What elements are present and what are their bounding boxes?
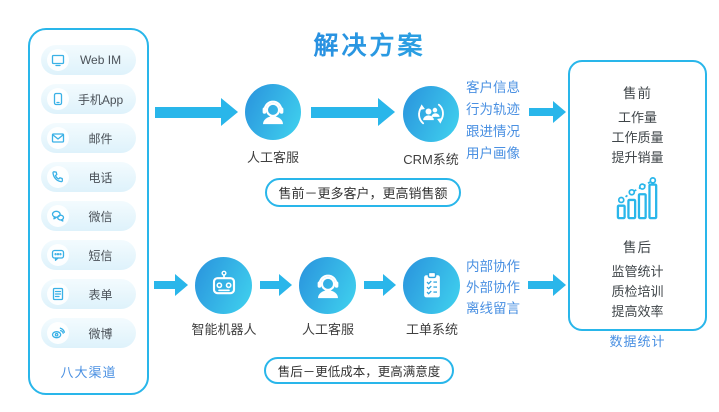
- channel-item-mobile-app: 手机App: [41, 84, 136, 114]
- weibo-icon: [47, 322, 69, 344]
- channel-label: 短信: [88, 248, 113, 263]
- agent-headset-icon: [245, 84, 301, 140]
- smartphone-icon: [47, 88, 69, 110]
- result-item: 提高效率: [611, 304, 664, 319]
- flow-arrow: [528, 274, 566, 296]
- agent-headset-icon: [299, 257, 356, 314]
- ticket-icon: [403, 257, 460, 314]
- aftersale-banner: 售后－更低成本，更高满意度: [264, 357, 454, 384]
- channel-label: 电话: [88, 170, 113, 185]
- node-label: 工单系统: [405, 322, 458, 337]
- feature-item: 客户信息: [466, 80, 520, 95]
- channel-item-sms: 短信: [41, 240, 136, 270]
- feature-item: 跟进情况: [466, 124, 520, 139]
- channel-label: Web IM: [79, 53, 122, 67]
- channel-label: 手机App: [77, 92, 124, 107]
- channel-label: 表单: [88, 287, 113, 302]
- stats-chart-icon: [615, 177, 661, 226]
- result-item: 工作量: [617, 110, 657, 125]
- monitor-icon: [47, 49, 69, 71]
- node-label: CRM系统: [403, 152, 459, 167]
- flow-arrow: [260, 274, 292, 296]
- results-panel: 售前 工作量 工作质量 提升销量 售后 监管统计 质检培训 提高效率: [568, 60, 707, 349]
- form-icon: [47, 283, 69, 305]
- aftersale-features-list: 内部协作 外部协作 离线留言: [466, 256, 520, 319]
- flow-arrow: [529, 101, 566, 123]
- flow-arrow: [155, 98, 238, 126]
- channel-item-email: 邮件: [41, 123, 136, 153]
- channel-item-webim: Web IM: [41, 45, 136, 75]
- feature-item: 用户画像: [466, 146, 520, 161]
- node-label: 人工客服: [246, 150, 299, 165]
- presale-features-list: 客户信息 行为轨迹 跟进情况 用户画像: [466, 77, 520, 165]
- presale-results-list: 工作量 工作质量 提升销量: [611, 108, 663, 168]
- flow-arrow: [364, 274, 396, 296]
- channels-footer-label: 八大渠道: [60, 365, 117, 380]
- result-item: 工作质量: [611, 130, 664, 145]
- flow-arrow: [154, 274, 188, 296]
- mail-icon: [47, 127, 69, 149]
- feature-item: 外部协作: [466, 280, 520, 295]
- result-item: 质检培训: [611, 284, 664, 299]
- channel-label: 微信: [88, 209, 113, 224]
- channel-label: 邮件: [88, 131, 113, 146]
- result-item: 监管统计: [611, 264, 664, 279]
- channel-item-form: 表单: [41, 279, 136, 309]
- sms-icon: [47, 244, 69, 266]
- channel-item-wechat: 微信: [41, 201, 136, 231]
- channel-item-weibo: 微博: [41, 318, 136, 348]
- presale-banner: 售前－更多客户，更高销售额: [265, 178, 461, 207]
- data-stats-label: 数据统计: [609, 334, 666, 349]
- robot-icon: [195, 257, 252, 314]
- feature-item: 行为轨迹: [466, 102, 520, 117]
- channel-item-phone: 电话: [41, 162, 136, 192]
- phone-icon: [47, 166, 69, 188]
- feature-item: 离线留言: [466, 301, 520, 316]
- aftersale-heading: 售后: [623, 240, 652, 255]
- presale-heading: 售前: [623, 86, 652, 101]
- channels-panel: Web IM 手机App 邮件 电话 微信: [28, 28, 149, 395]
- page-title: 解决方案: [20, 26, 719, 62]
- wechat-icon: [47, 205, 69, 227]
- crm-icon: [403, 86, 459, 142]
- flow-arrow: [311, 98, 395, 126]
- channel-label: 微博: [88, 326, 113, 341]
- aftersale-results-list: 监管统计 质检培训 提高效率: [611, 262, 663, 322]
- node-label: 智能机器人: [191, 322, 257, 337]
- node-label: 人工客服: [301, 322, 354, 337]
- feature-item: 内部协作: [466, 259, 520, 274]
- result-item: 提升销量: [611, 150, 664, 165]
